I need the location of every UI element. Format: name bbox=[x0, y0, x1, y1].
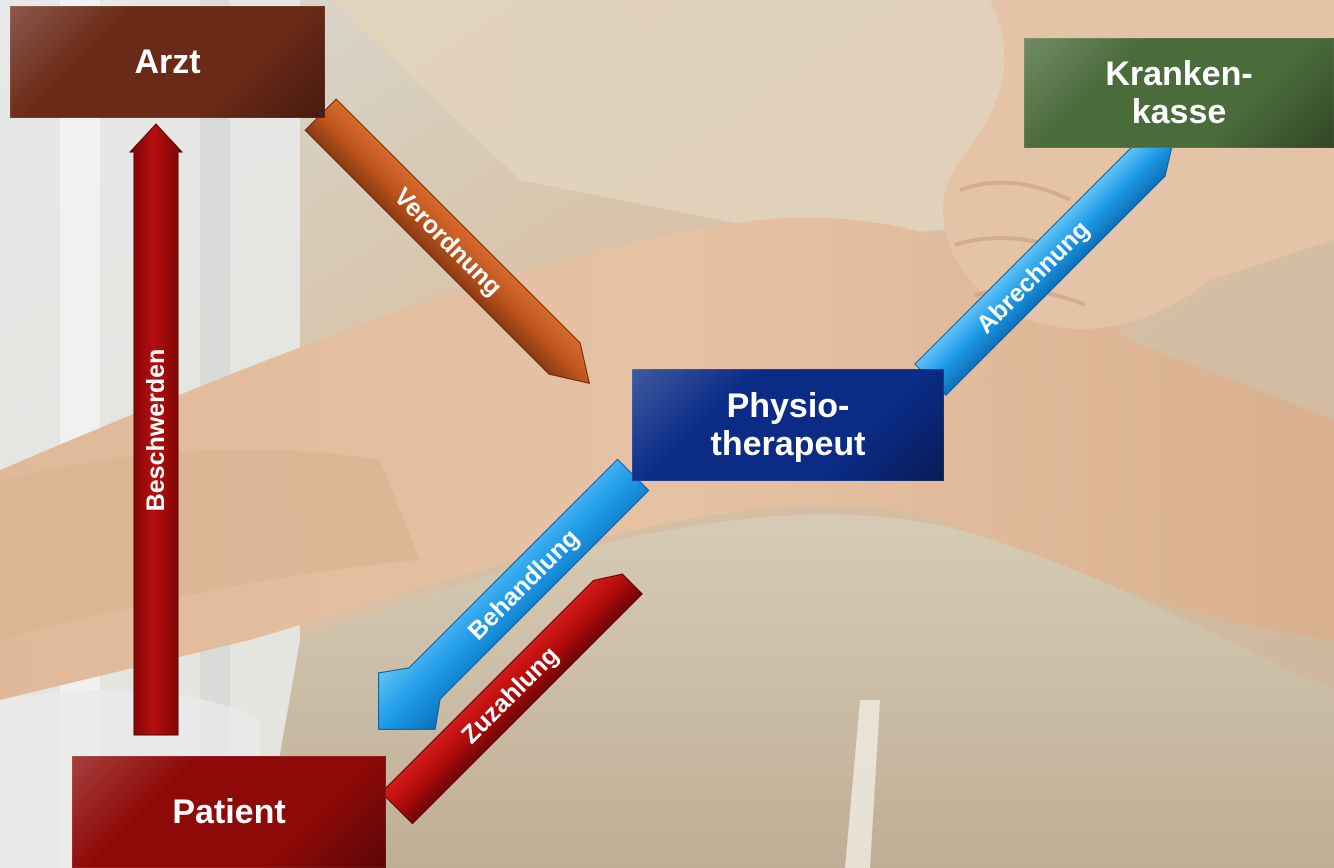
arrow-label-verordnung: Verordnung bbox=[388, 182, 507, 301]
node-label-physiotherapeut: Physio- therapeut bbox=[711, 387, 866, 463]
node-krankenkasse: Kranken- kasse bbox=[1024, 38, 1334, 148]
node-patient: Patient bbox=[72, 756, 386, 868]
node-physiotherapeut: Physio- therapeut bbox=[632, 369, 944, 481]
node-label-arzt: Arzt bbox=[134, 43, 200, 81]
arrow-abrechnung: Abrechnung bbox=[915, 120, 1190, 395]
node-arzt: Arzt bbox=[10, 6, 325, 118]
arrow-label-beschwerden: Beschwerden bbox=[142, 349, 170, 512]
arrow-verordnung: Verordnung bbox=[305, 99, 605, 399]
arrow-label-abrechnung: Abrechnung bbox=[971, 215, 1095, 339]
node-label-krankenkasse: Kranken- kasse bbox=[1105, 55, 1252, 131]
arrow-beschwerden: Beschwerden bbox=[130, 124, 182, 735]
node-label-patient: Patient bbox=[172, 793, 285, 831]
